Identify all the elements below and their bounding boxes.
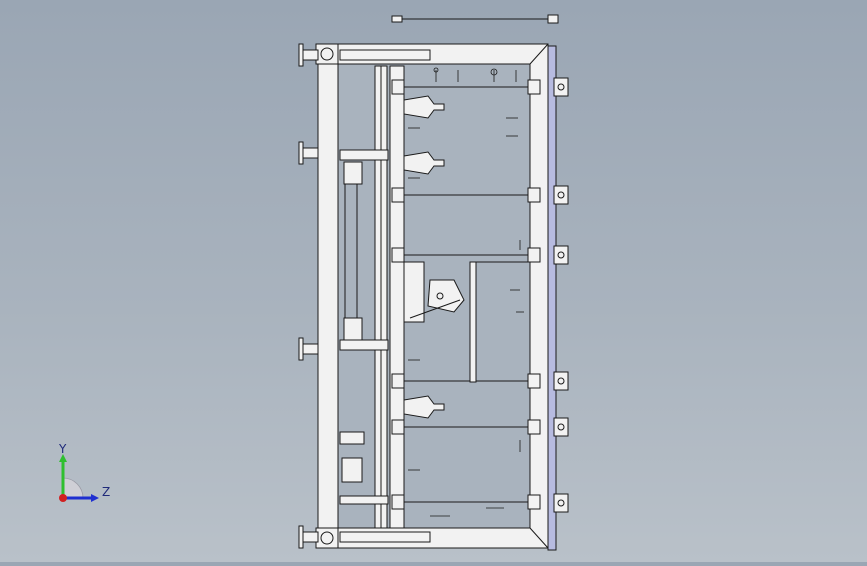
leveling-feet-left[interactable] [298, 43, 319, 549]
z-axis-arrowhead [91, 494, 99, 502]
origin-dot [59, 494, 67, 502]
y-axis-label: Y [58, 442, 67, 456]
center-mechanism[interactable] [403, 261, 530, 383]
horizontal-rods[interactable] [404, 86, 530, 503]
vertical-rails[interactable] [344, 65, 405, 529]
detached-rod-part[interactable] [391, 14, 559, 24]
right-side-plate[interactable] [547, 45, 557, 551]
y-axis-arrowhead [59, 454, 67, 462]
left-brackets[interactable] [339, 149, 389, 505]
corner-hub-bottom[interactable] [315, 527, 339, 549]
grippers[interactable] [403, 95, 445, 419]
clamps-right[interactable] [553, 77, 569, 513]
axis-triad: Y Z [48, 440, 118, 510]
corner-hub-top[interactable] [315, 43, 339, 65]
rod-end-blocks[interactable] [391, 79, 541, 510]
triad-quadrant [62, 477, 84, 499]
small-fittings[interactable] [408, 67, 524, 517]
z-axis-label: Z [102, 485, 110, 499]
